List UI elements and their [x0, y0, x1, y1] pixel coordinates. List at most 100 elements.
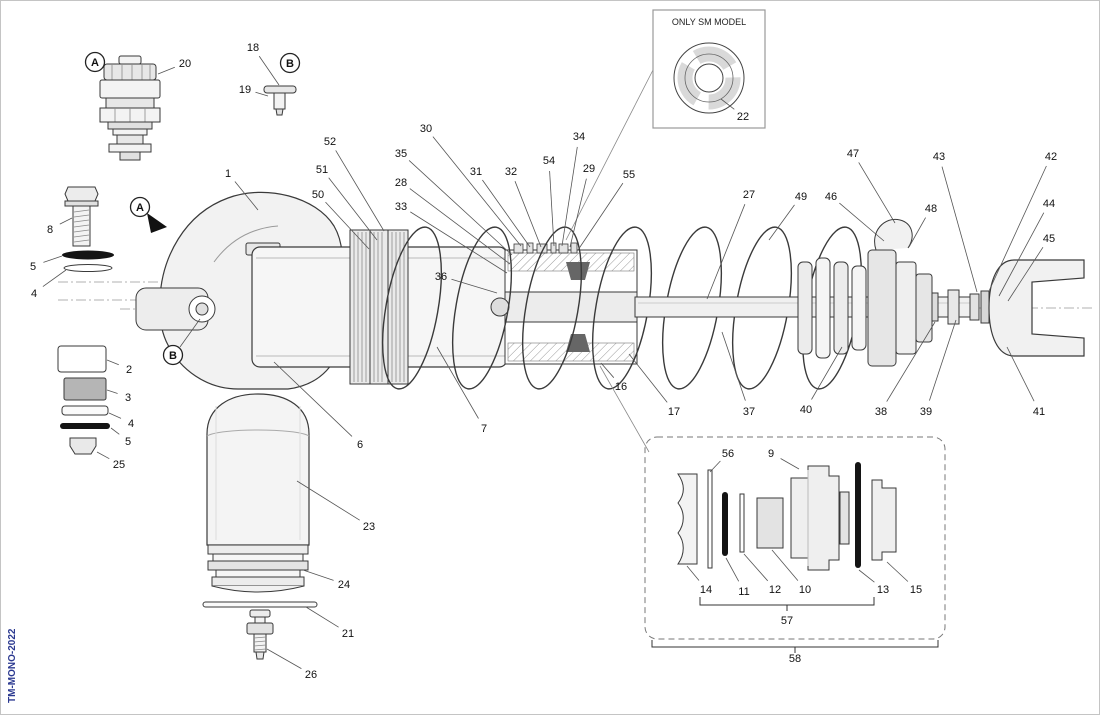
- leader-line-19: [255, 91, 269, 97]
- leader-line-14: [686, 565, 700, 581]
- leader-line-48: [908, 217, 926, 248]
- leader-line-5: [43, 255, 63, 263]
- part-callout-20: 20: [179, 58, 191, 70]
- part-callout-4: 4: [128, 418, 134, 430]
- part-bolt: [64, 186, 99, 247]
- leader-line-27: [706, 204, 746, 300]
- leader-line-37: [721, 331, 746, 401]
- part-reservoir-cover: [206, 393, 310, 546]
- part-callout-31: 31: [470, 166, 482, 178]
- leader-line-25: [96, 451, 110, 460]
- part-washer-upper: [63, 264, 113, 272]
- leader-line-29: [569, 178, 587, 248]
- watermark-code: TM-MONO-2022: [7, 628, 18, 703]
- part-bleed-screw: [263, 85, 297, 116]
- part-callout-12: 12: [769, 584, 781, 596]
- leader-line-4: [108, 412, 122, 419]
- part-callout-34: 34: [573, 131, 585, 143]
- part-callout-26: 26: [305, 669, 317, 681]
- part-callout-40: 40: [800, 404, 812, 416]
- part-callout-23: 23: [363, 521, 375, 533]
- part-callout-28: 28: [395, 177, 407, 189]
- leader-line-36: [451, 278, 498, 294]
- leader-line-23: [296, 480, 360, 521]
- letter-marker-b: [162, 344, 184, 366]
- leader-line-1: [234, 181, 259, 211]
- leader-line-39: [929, 319, 957, 401]
- part-lower-clevis: [988, 259, 1085, 357]
- part-callout-19: 19: [239, 84, 251, 96]
- part-callout-13: 13: [877, 584, 889, 596]
- letter-marker-a: [84, 51, 106, 73]
- leader-line-5: [110, 427, 120, 435]
- leader-line-44: [998, 212, 1045, 297]
- part-oring-13: [855, 462, 861, 568]
- leader-line-3: [106, 389, 118, 394]
- part-callout-15: 15: [910, 584, 922, 596]
- leader-line-13: [858, 569, 875, 583]
- part-callout-21: 21: [342, 628, 354, 640]
- part-callout-42: 42: [1045, 151, 1057, 163]
- part-disc-plate: [202, 601, 318, 608]
- part-callout-3: 3: [125, 392, 131, 404]
- part-callout-30: 30: [420, 123, 432, 135]
- part-shim-56: [707, 469, 713, 569]
- leader-line-43: [941, 166, 978, 293]
- leader-line-26: [266, 648, 302, 669]
- part-callout-36: 36: [435, 271, 447, 283]
- part-callout-17: 17: [668, 406, 680, 418]
- leader-line-42: [988, 165, 1047, 292]
- leader-line-12: [743, 553, 768, 582]
- leader-line-20: [157, 66, 175, 75]
- leader-line-55: [577, 182, 624, 251]
- part-callout-5: 5: [30, 261, 36, 273]
- part-oring-upper: [62, 250, 114, 260]
- part-callout-22: 22: [737, 111, 749, 123]
- view-a-arrow: [147, 213, 167, 233]
- leader-line-30: [432, 136, 522, 247]
- part-seal-kit-column: [57, 345, 110, 455]
- part-callout-44: 44: [1043, 198, 1055, 210]
- inset-seal-head: [599, 365, 946, 640]
- letter-marker-label: B: [169, 350, 177, 362]
- part-callout-49: 49: [795, 191, 807, 203]
- part-callout-37: 37: [743, 406, 755, 418]
- group-bracket-57: [699, 597, 875, 611]
- part-callout-18: 18: [247, 42, 259, 54]
- part-callout-16: 16: [615, 381, 627, 393]
- part-seal-head-step: [839, 491, 850, 545]
- leader-line-28: [409, 188, 511, 265]
- part-callout-48: 48: [925, 203, 937, 215]
- letter-marker-label: B: [286, 58, 294, 70]
- part-compression-adjuster: [99, 55, 161, 161]
- part-callout-55: 55: [623, 169, 635, 181]
- part-callout-4: 4: [31, 288, 37, 300]
- leader-line-4: [42, 269, 67, 287]
- part-callout-29: 29: [583, 163, 595, 175]
- part-cap-15: [871, 479, 897, 561]
- leader-line-49: [768, 204, 795, 241]
- leader-line-7: [436, 346, 479, 419]
- part-callout-50: 50: [312, 189, 324, 201]
- part-callout-43: 43: [933, 151, 945, 163]
- leader-line-33: [410, 211, 508, 274]
- leader-line-18: [258, 55, 280, 86]
- leader-line-17: [628, 353, 668, 403]
- leader-line-35: [408, 160, 513, 256]
- part-callout-45: 45: [1043, 233, 1055, 245]
- part-callout-39: 39: [920, 406, 932, 418]
- part-bushing-14: [677, 473, 698, 565]
- part-callout-5: 5: [125, 436, 131, 448]
- part-callout-52: 52: [324, 136, 336, 148]
- part-callout-24: 24: [338, 579, 350, 591]
- leader-line-10: [771, 549, 799, 581]
- part-callout-2: 2: [126, 364, 132, 376]
- leader-line-41: [1006, 346, 1035, 402]
- inset-connector-line: [565, 69, 654, 241]
- part-piston-assembly: [490, 242, 638, 365]
- part-callout-32: 32: [505, 166, 517, 178]
- leader-line-2: [106, 359, 119, 366]
- part-end-cap: [207, 544, 309, 593]
